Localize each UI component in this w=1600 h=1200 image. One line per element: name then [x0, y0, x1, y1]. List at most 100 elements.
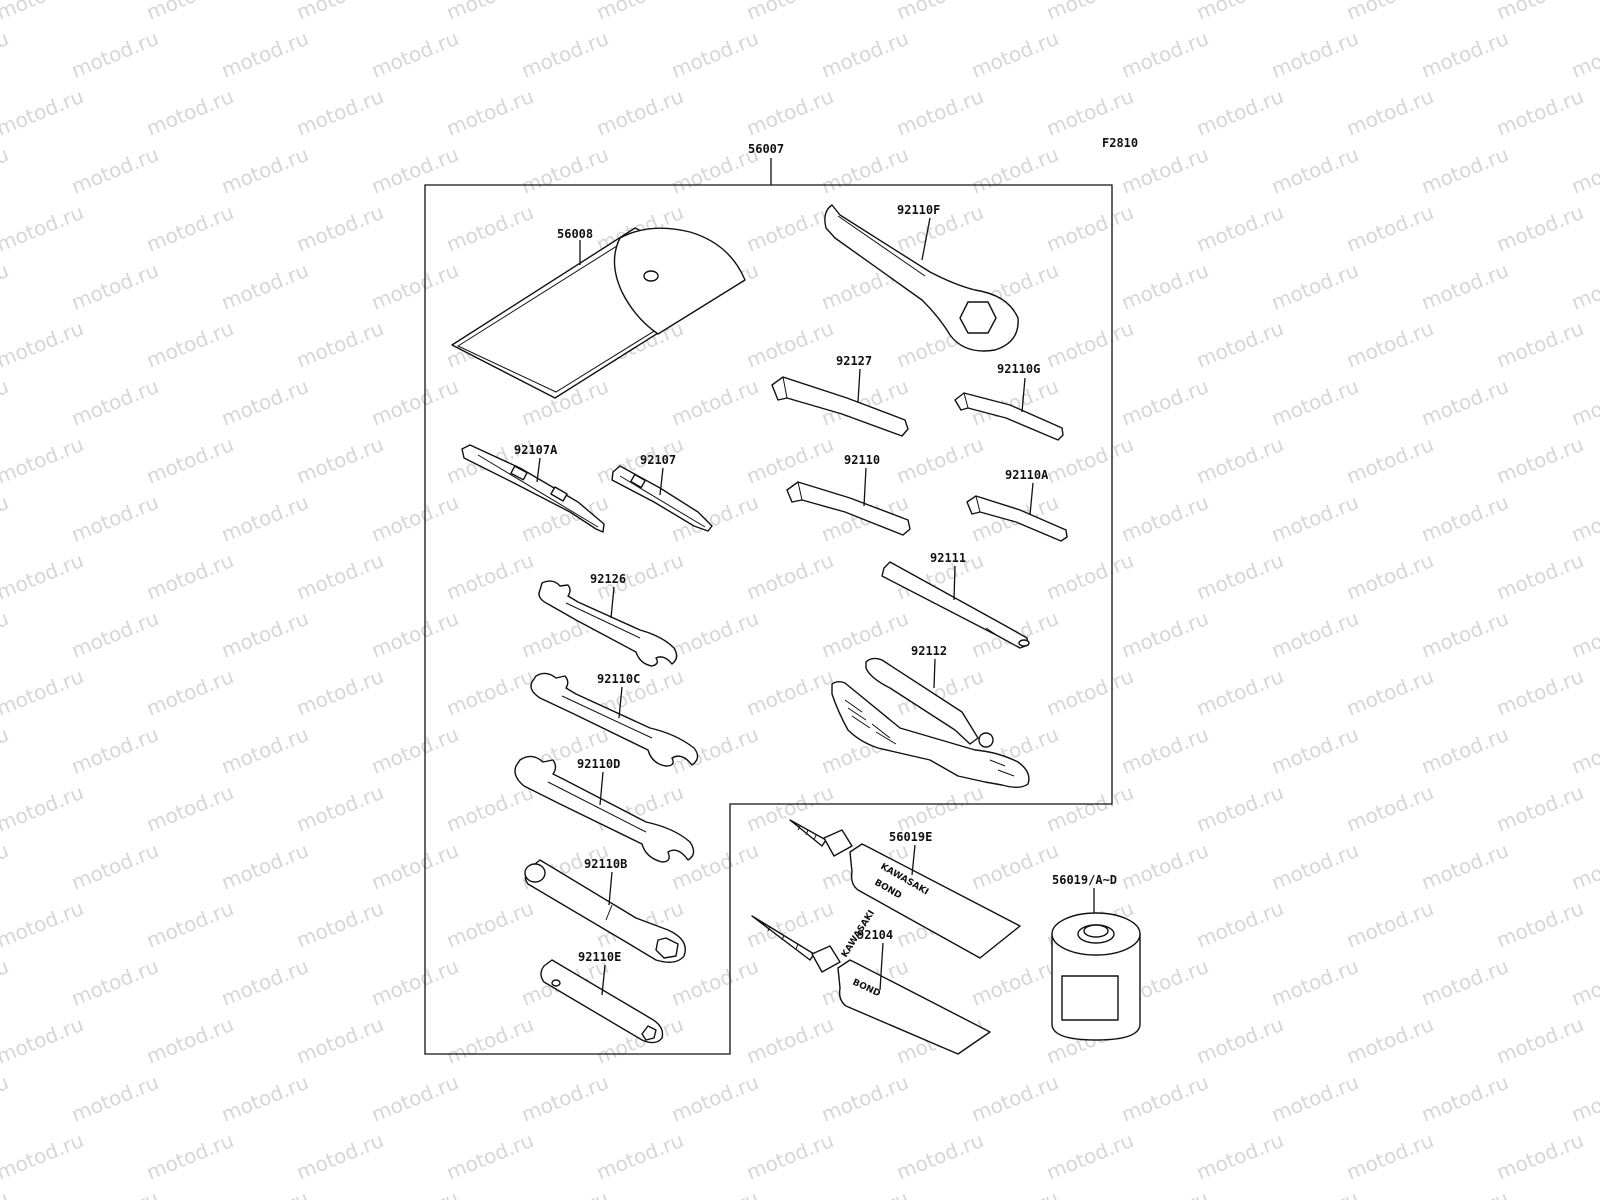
watermark-text: motod.ru	[1568, 954, 1600, 1011]
label-92111: 92111	[930, 551, 966, 565]
watermark-text: motod.ru	[1043, 1128, 1137, 1185]
watermark-text: motod.ru	[518, 26, 612, 83]
leader-92110	[863, 467, 867, 507]
watermark-text: motod.ru	[0, 1186, 12, 1200]
watermark-text: motod.ru	[668, 1070, 762, 1127]
watermark-text: motod.ru	[218, 490, 312, 547]
watermark-text: motod.ru	[1493, 316, 1587, 373]
hex-key-92110A	[966, 495, 1068, 542]
label-92110A: 92110A	[1005, 468, 1049, 482]
watermark-text: motod.ru	[1418, 374, 1512, 431]
watermark-text: motod.ru	[0, 954, 12, 1011]
watermark-text: motod.ru	[1118, 374, 1212, 431]
leader-92107	[659, 467, 664, 496]
watermark-text: motod.ru	[1268, 838, 1362, 895]
label-56019E: 56019E	[889, 830, 932, 844]
watermark-text: motod.ru	[1193, 1012, 1287, 1069]
leader-92126	[610, 586, 615, 619]
watermark-text: motod.ru	[0, 896, 87, 953]
watermark-text: motod.ru	[1343, 1128, 1437, 1185]
watermark-text: motod.ru	[1118, 258, 1212, 315]
watermark-text: motod.ru	[818, 1186, 912, 1200]
label-56008: 56008	[557, 227, 593, 241]
watermark-text: motod.ru	[1568, 1186, 1600, 1200]
kit-label: 56007	[748, 142, 784, 156]
watermark-text: motod.ru	[368, 1186, 462, 1200]
watermark-text: motod.ru	[1268, 1186, 1362, 1200]
watermark-text: motod.ru	[143, 896, 237, 953]
watermark-text: motod.ru	[368, 490, 462, 547]
watermark-text: motod.ru	[818, 142, 912, 199]
watermark-text: motod.ru	[1043, 664, 1137, 721]
label-92110G: 92110G	[997, 362, 1040, 376]
watermark-text: motod.ru	[0, 0, 87, 25]
watermark-text: motod.ru	[368, 142, 462, 199]
watermark-text: motod.ru	[68, 374, 162, 431]
watermark-text: motod.ru	[143, 0, 237, 25]
watermark-text: motod.ru	[68, 838, 162, 895]
watermark-text: motod.ru	[218, 606, 312, 663]
watermark-text: motod.ru	[1268, 26, 1362, 83]
label-56019AD: 56019/A~D	[1052, 873, 1117, 887]
watermark-text: motod.ru	[1343, 200, 1437, 257]
watermark-text: motod.ru	[1043, 548, 1137, 605]
watermark-text: motod.ru	[1493, 200, 1587, 257]
watermark-text: motod.ru	[218, 838, 312, 895]
watermark-text: motod.ru	[968, 26, 1062, 83]
watermark-text: motod.ru	[1568, 838, 1600, 895]
watermark-text: motod.ru	[893, 1128, 987, 1185]
label-92112: 92112	[911, 644, 947, 658]
watermark-text: motod.ru	[368, 1070, 462, 1127]
watermark-text: motod.ru	[743, 84, 837, 141]
watermark-text: motod.ru	[1043, 780, 1137, 837]
watermark-text: motod.ru	[1193, 1128, 1287, 1185]
watermark-text: motod.ru	[68, 1186, 162, 1200]
leader-92110D	[599, 771, 604, 806]
watermark-text: motod.ru	[668, 26, 762, 83]
watermark-text: motod.ru	[1568, 722, 1600, 779]
watermark-text: motod.ru	[1268, 954, 1362, 1011]
watermark-text: motod.ru	[0, 26, 12, 83]
watermark-text: motod.ru	[368, 26, 462, 83]
watermark-text: motod.ru	[1418, 26, 1512, 83]
watermark-text: motod.ru	[743, 1012, 837, 1069]
label-92110E: 92110E	[578, 950, 621, 964]
watermark-text: motod.ru	[143, 780, 237, 837]
watermark-text: motod.ru	[0, 316, 87, 373]
watermark-text: motod.ru	[1043, 316, 1137, 373]
watermark-text: motod.ru	[1493, 432, 1587, 489]
tool-pouch	[451, 227, 746, 399]
watermark-text: motod.ru	[143, 1012, 237, 1069]
watermark-text: motod.ru	[593, 1128, 687, 1185]
watermark-text: motod.ru	[1343, 84, 1437, 141]
watermark-text: motod.ru	[1043, 432, 1137, 489]
watermark-text: motod.ru	[0, 1012, 87, 1069]
watermark-text: motod.ru	[1343, 1012, 1437, 1069]
watermark-text: motod.ru	[293, 0, 387, 25]
watermark-text: motod.ru	[0, 548, 87, 605]
watermark-text: motod.ru	[668, 606, 762, 663]
leader-92127	[857, 368, 861, 403]
watermark-text: motod.ru	[1568, 26, 1600, 83]
leader-92110F	[921, 217, 931, 261]
watermark-text: motod.ru	[443, 1128, 537, 1185]
watermark-text: motod.ru	[1568, 142, 1600, 199]
label-92107A: 92107A	[514, 443, 558, 457]
watermark-text: motod.ru	[0, 1070, 12, 1127]
watermark-text: motod.ru	[1193, 316, 1287, 373]
watermark-text: motod.ru	[1268, 722, 1362, 779]
watermark-text: motod.ru	[0, 84, 87, 141]
watermark-text: motod.ru	[518, 142, 612, 199]
watermark-text: motod.ru	[743, 548, 837, 605]
label-92110: 92110	[844, 453, 880, 467]
watermark-text: motod.ru	[1493, 664, 1587, 721]
watermark-text: motod.ru	[0, 838, 12, 895]
kit-frame	[424, 184, 1113, 1055]
leader-92110A	[1029, 482, 1034, 516]
watermark-text: motod.ru	[293, 548, 387, 605]
watermark-text: motod.ru	[68, 954, 162, 1011]
watermark-text: motod.ru	[1268, 142, 1362, 199]
watermark-text: motod.ru	[1418, 490, 1512, 547]
watermark-text: motod.ru	[893, 432, 987, 489]
